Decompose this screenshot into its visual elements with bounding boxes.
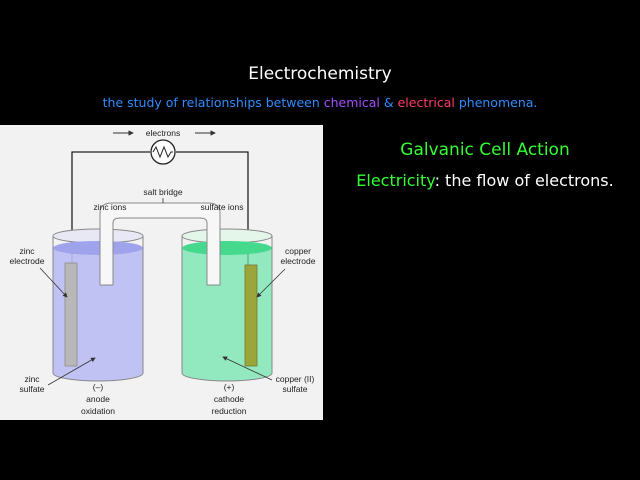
subtitle-ampersand: &: [379, 95, 398, 110]
definition-term: Electricity: [356, 171, 435, 190]
subtitle-electrical: electrical: [397, 95, 455, 110]
label-zinc-electrode-line2: electrode: [10, 256, 45, 266]
salt-bridge: [99, 202, 221, 286]
label-anode-sign: (–): [93, 382, 104, 392]
label-copper-electrode-line2: electrode: [281, 256, 316, 266]
copper-solution-surface: [182, 241, 272, 255]
section-heading: Galvanic Cell Action: [400, 140, 570, 160]
pointer-zinc-sulfate: [47, 357, 96, 386]
label-zinc-sulfate-line1: zinc: [24, 374, 40, 384]
copper-sulfate-solution: [182, 248, 272, 381]
load-symbol: [150, 139, 176, 165]
label-salt-bridge: salt bridge: [143, 187, 182, 197]
copper-electrode: [244, 264, 258, 367]
label-copper-electrode-line1: copper: [285, 246, 311, 256]
label-anode: anode: [86, 394, 110, 404]
galvanic-cell-diagram: electrons salt bridge zinc ions sulfate …: [0, 125, 323, 420]
label-cathode: cathode: [214, 394, 245, 404]
label-oxidation: oxidation: [81, 406, 115, 416]
zinc-beaker-wall: [52, 236, 144, 382]
label-sulfate-ions: sulfate ions: [201, 202, 244, 212]
copper-beaker-wall: [181, 236, 273, 382]
pointer-zinc-electrode: [39, 267, 68, 298]
definition: Electricity: the flow of electrons.: [330, 171, 640, 190]
definition-text: : the flow of electrons.: [434, 171, 614, 190]
label-cathode-sign: (+): [224, 382, 235, 392]
label-copper-sulfate-line1: copper (II): [276, 374, 315, 384]
pointer-copper-electrode: [256, 268, 286, 298]
label-zinc-sulfate-line2: sulfate: [19, 384, 44, 394]
subtitle: the study of relationships between chemi…: [0, 95, 640, 110]
zinc-beaker-rim: [52, 228, 144, 244]
page-title: Electrochemistry: [248, 64, 392, 84]
subtitle-text-start: the study of relationships between: [102, 95, 324, 110]
load-zigzag-icon: [152, 145, 173, 159]
label-zinc-ions: zinc ions: [93, 202, 126, 212]
label-copper-sulfate-line2: sulfate: [282, 384, 307, 394]
subtitle-text-end: phenomena.: [454, 95, 538, 110]
external-wire: [71, 151, 249, 265]
subtitle-chemical: chemical: [323, 95, 380, 110]
pointer-copper-sulfate: [222, 356, 273, 381]
copper-beaker-rim: [181, 228, 273, 244]
label-reduction: reduction: [212, 406, 247, 416]
zinc-solution-surface: [53, 241, 143, 255]
label-zinc-electrode-line1: zinc: [19, 246, 35, 256]
label-electrons: electrons: [146, 128, 181, 138]
zinc-electrode: [64, 262, 78, 367]
